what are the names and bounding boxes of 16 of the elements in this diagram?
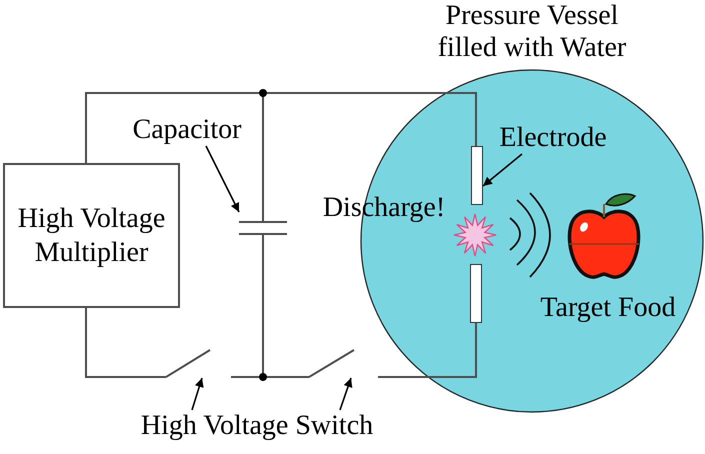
wire [378,323,477,378]
callout-label: Capacitor [128,114,246,146]
callout-label: High Voltage Switch [126,410,388,444]
vessel-heading: Pressure Vessel filled with Water [436,0,628,64]
leader-arrow [205,146,240,212]
leader-arrow [191,378,204,410]
electrode-bar [471,146,483,205]
multiplier-box [3,163,180,308]
leader-arrow [339,378,352,410]
wire [85,308,166,378]
leader-arrow [482,153,522,187]
callout-label: Electrode [494,122,612,154]
box-label: High Voltage Multiplier [16,202,166,270]
capacitor-symbol [239,212,287,245]
annotation-text: Target Food [539,292,677,324]
electrode-bar [470,264,482,323]
